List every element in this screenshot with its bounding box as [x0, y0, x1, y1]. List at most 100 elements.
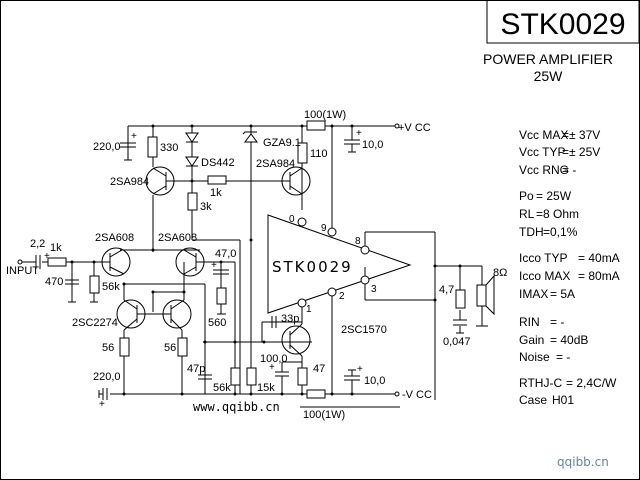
part-number: STK0029 [500, 8, 625, 41]
spec-vcc-typ: Vcc TYP [519, 145, 565, 159]
input-label: INPUT [6, 265, 39, 277]
ic-pin-3 [360, 275, 370, 285]
capacitor-470 [65, 279, 98, 303]
junction-dots [70, 124, 462, 396]
label-r-56k-fb: 56k [213, 382, 231, 394]
spec-noise-value: = - [556, 350, 570, 364]
label-c-220-top: 220,0 [93, 141, 121, 153]
speaker-label: 8Ω [493, 267, 507, 279]
vcc-pos-terminal [394, 123, 400, 129]
spec-vcc-max: Vcc MAX [519, 128, 568, 142]
watermark-corner: qqibb.cn [557, 455, 609, 469]
transistor-2sa984-right [281, 166, 311, 196]
diode-2-icon [185, 156, 199, 167]
label-q-2sa984-left: 2SA984 [110, 176, 149, 188]
spec-thd: TDH [519, 225, 544, 239]
input-terminal [17, 259, 23, 265]
specs-list: Vcc MAX =± 37V Vcc TYP =± 25V Vcc RNG = … [519, 128, 620, 407]
spec-vcc-typ-value: =± 25V [562, 145, 600, 159]
vcc-neg-label: -V CC [402, 389, 432, 401]
spec-icco-max: Icco MAX [519, 269, 570, 283]
ic-pin-1 [297, 298, 307, 308]
capacitor-47p [198, 374, 212, 380]
title-box [486, 0, 640, 44]
spec-gain-value: = 40dB [550, 333, 588, 347]
spec-vcc-rng: Vcc RNG [519, 163, 569, 177]
label-r-1k-bias: 1k [210, 187, 222, 199]
capacitor-10-top: + [344, 128, 362, 153]
capacitor-10-bot: + [344, 364, 363, 381]
component-labels: +V CC -V CC INPUT 8Ω 2,2 1k 470 56k 220,… [6, 109, 507, 421]
svg-text:+: + [357, 364, 363, 375]
transistor-2sc2274-a [116, 299, 153, 331]
resistor-56k-input [89, 275, 100, 294]
transistor-2sc2274-b [153, 299, 192, 331]
capacitor-220-bot: + [98, 388, 108, 410]
label-c-33p: 33p [281, 313, 299, 325]
resistor-330 [147, 136, 158, 158]
spec-rthjc: RTHJ-C [519, 376, 562, 390]
label-c-100: 100,0 [260, 353, 288, 365]
spec-imax: IMAX [519, 287, 548, 301]
capacitor-33p [271, 316, 277, 328]
diodes [185, 131, 258, 167]
spec-imax-value: = 5A [550, 287, 575, 301]
label-r-15k: 15k [257, 382, 275, 394]
label-r-110: 110 [310, 148, 328, 160]
subtitle: POWER AMPLIFIER [483, 51, 613, 67]
resistor-4-7 [455, 289, 466, 309]
spec-po: Po [519, 189, 534, 203]
svg-text:+: + [356, 128, 362, 139]
spec-rin-value: = - [550, 315, 564, 329]
label-c-47: 47,0 [215, 248, 236, 260]
svg-text:+: + [269, 362, 275, 373]
transistor-2sa608-a [101, 247, 131, 277]
resistor-56-a [119, 337, 130, 357]
spec-icco-typ: Icco TYP [519, 251, 567, 265]
svg-text:+: + [211, 260, 217, 271]
ic-pin-9 [327, 227, 337, 237]
spec-case: Case [519, 393, 547, 407]
resistor-56k-fb [230, 367, 241, 386]
label-r-56k-in: 56k [102, 281, 120, 293]
transistor-2sa608-b [175, 247, 205, 277]
vcc-pos-label: +V CC [398, 122, 431, 134]
pin-0-label: 0 [289, 214, 295, 225]
label-r-in: 1k [50, 242, 62, 254]
ic-stk0029: STK0029 0 9 8 1 2 3 [267, 214, 412, 315]
label-r-56-a: 56 [102, 342, 114, 354]
diode-1-icon [185, 132, 199, 143]
spec-rin: RIN [519, 315, 540, 329]
capacitor-0-047 [453, 319, 467, 334]
resistor-47 [297, 367, 308, 386]
label-c-470: 470 [45, 276, 63, 288]
label-c-in: 2,2 [30, 238, 45, 250]
resistor-15k [246, 367, 257, 386]
pin-8-label: 8 [355, 236, 361, 247]
capacitors: + + + + [35, 128, 467, 410]
wires [22, 125, 488, 408]
spec-thd-value: =0,1% [543, 225, 578, 239]
svg-text:+: + [131, 131, 137, 142]
spec-rl-value: =8 Ohm [536, 207, 579, 221]
label-c-220-bot: 220,0 [93, 371, 121, 383]
label-r-100-bot: 100(1W) [303, 409, 345, 421]
watermark-center: www.qqibb.cn [193, 400, 280, 414]
pin-2-label: 2 [339, 291, 345, 302]
label-r-3k: 3k [200, 201, 212, 213]
spec-gain: Gain [519, 333, 544, 347]
resistor-1k-input [47, 257, 67, 267]
label-c-47p: 47p [187, 363, 205, 375]
spec-noise: Noise [519, 350, 550, 364]
label-r-330: 330 [160, 142, 178, 154]
pin-3-label: 3 [371, 284, 377, 295]
transistor-2sc1570 [264, 323, 311, 357]
resistor-1k-bias [207, 175, 227, 185]
label-r-560: 560 [208, 317, 226, 329]
spec-icco-max-value: = 80mA [578, 269, 620, 283]
resistors [47, 120, 466, 399]
capacitor-47-0: + [211, 260, 229, 275]
zener-icon [244, 133, 258, 143]
ic-pin-8 [360, 245, 370, 255]
